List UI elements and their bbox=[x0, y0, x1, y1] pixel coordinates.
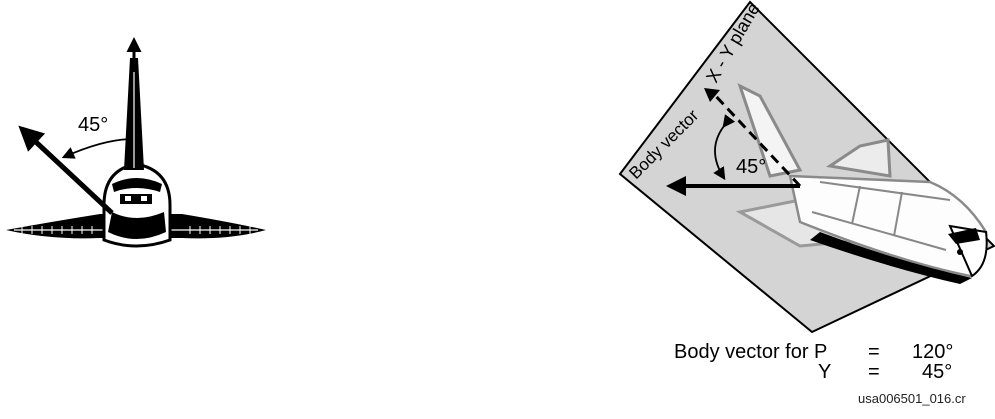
right-orbiter-side-view bbox=[735, 83, 988, 284]
caption-line1-label: Body vector for P bbox=[674, 341, 828, 363]
right-angle-label: 45° bbox=[736, 156, 767, 178]
left-angle-label: 45° bbox=[78, 114, 109, 136]
file-id-label: usa006501_016.cr bbox=[858, 391, 966, 406]
caption-line1-equals: = bbox=[868, 341, 880, 363]
caption-line2-label: Y bbox=[818, 361, 832, 383]
caption-line1-value: 120° bbox=[912, 341, 954, 363]
plane-axis-dashed-line bbox=[710, 90, 802, 188]
caption-line2-equals: = bbox=[868, 361, 880, 383]
caption-line2-value: 45° bbox=[922, 361, 953, 383]
left-body-vector-arrow bbox=[18, 125, 114, 215]
left-angle-arc bbox=[61, 138, 131, 159]
plane-axis-arrowhead bbox=[704, 88, 720, 102]
right-angle-arc bbox=[713, 114, 736, 181]
xy-plane-diamond bbox=[618, 0, 995, 334]
left-orbiter-rear-view bbox=[6, 58, 266, 248]
